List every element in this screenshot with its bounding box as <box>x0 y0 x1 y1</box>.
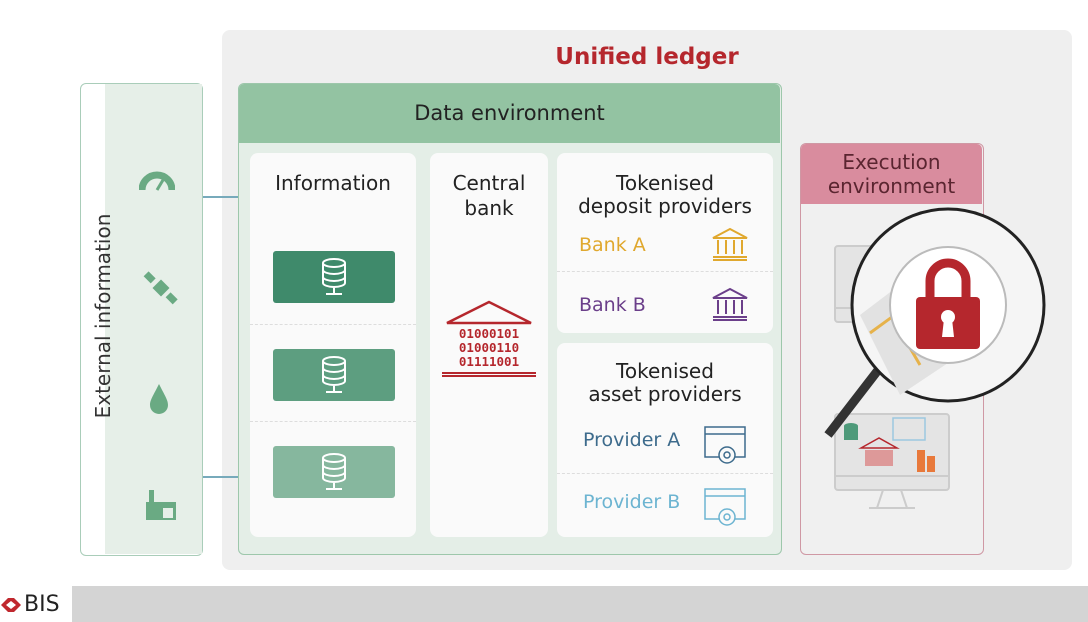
data-environment-panel: Data environment Information Central ban… <box>238 83 782 555</box>
bank-icon <box>712 287 748 321</box>
factory-icon <box>146 490 176 520</box>
asset-title: asset providers <box>588 382 742 406</box>
deposit-title: Tokenised <box>616 171 714 195</box>
gauge-icon <box>139 171 175 191</box>
arrow-connector <box>203 476 248 478</box>
database-icon <box>273 349 395 401</box>
satellite-icon <box>143 271 178 305</box>
bis-logo-icon <box>1 597 21 612</box>
provider-b-label: Provider B <box>583 491 681 513</box>
information-title: Information <box>275 171 391 195</box>
information-column: Information <box>250 153 416 537</box>
bank-a-label: Bank A <box>579 234 646 256</box>
database-icon <box>273 446 395 498</box>
arrow-connector <box>203 196 248 198</box>
ledger-title: Unified ledger <box>555 44 739 70</box>
bank-icon <box>712 227 748 261</box>
settings-window-icon <box>704 426 746 464</box>
central-bank-column: Central bank 01000101 01000110 01111001 <box>430 153 548 537</box>
bis-logo-text: BIS <box>24 592 60 617</box>
database-icon <box>273 251 395 303</box>
deposit-providers-column: Tokenised deposit providers Bank A Bank … <box>557 153 773 333</box>
exec-title-line: environment <box>827 174 956 198</box>
bank-roof-icon <box>446 300 532 325</box>
binary-line: 01000110 <box>458 340 520 355</box>
monitor-with-ledger-icon <box>834 413 950 509</box>
exec-title-line: Execution <box>842 150 941 174</box>
bank-b-label: Bank B <box>579 294 646 316</box>
central-bank-title: bank <box>464 196 514 220</box>
deposit-title: deposit providers <box>578 194 752 218</box>
execution-environment-title: Execution environment <box>801 144 982 204</box>
asset-title: Tokenised <box>616 359 714 383</box>
binary-line: 01000101 <box>458 326 520 341</box>
footer-bar <box>72 586 1088 622</box>
data-environment-title: Data environment <box>239 84 780 143</box>
external-information-panel: External information <box>80 83 203 556</box>
settings-window-icon <box>704 488 746 526</box>
external-information-label: External information <box>91 213 115 419</box>
water-drop-icon <box>150 384 168 414</box>
magnifier-lock-icon <box>824 207 1046 438</box>
binary-line: 01111001 <box>458 354 520 369</box>
bis-logo: BIS <box>0 592 60 617</box>
asset-providers-column: Tokenised asset providers Provider A Pro… <box>557 343 773 537</box>
central-bank-title: Central <box>452 171 526 195</box>
provider-a-label: Provider A <box>583 429 681 451</box>
